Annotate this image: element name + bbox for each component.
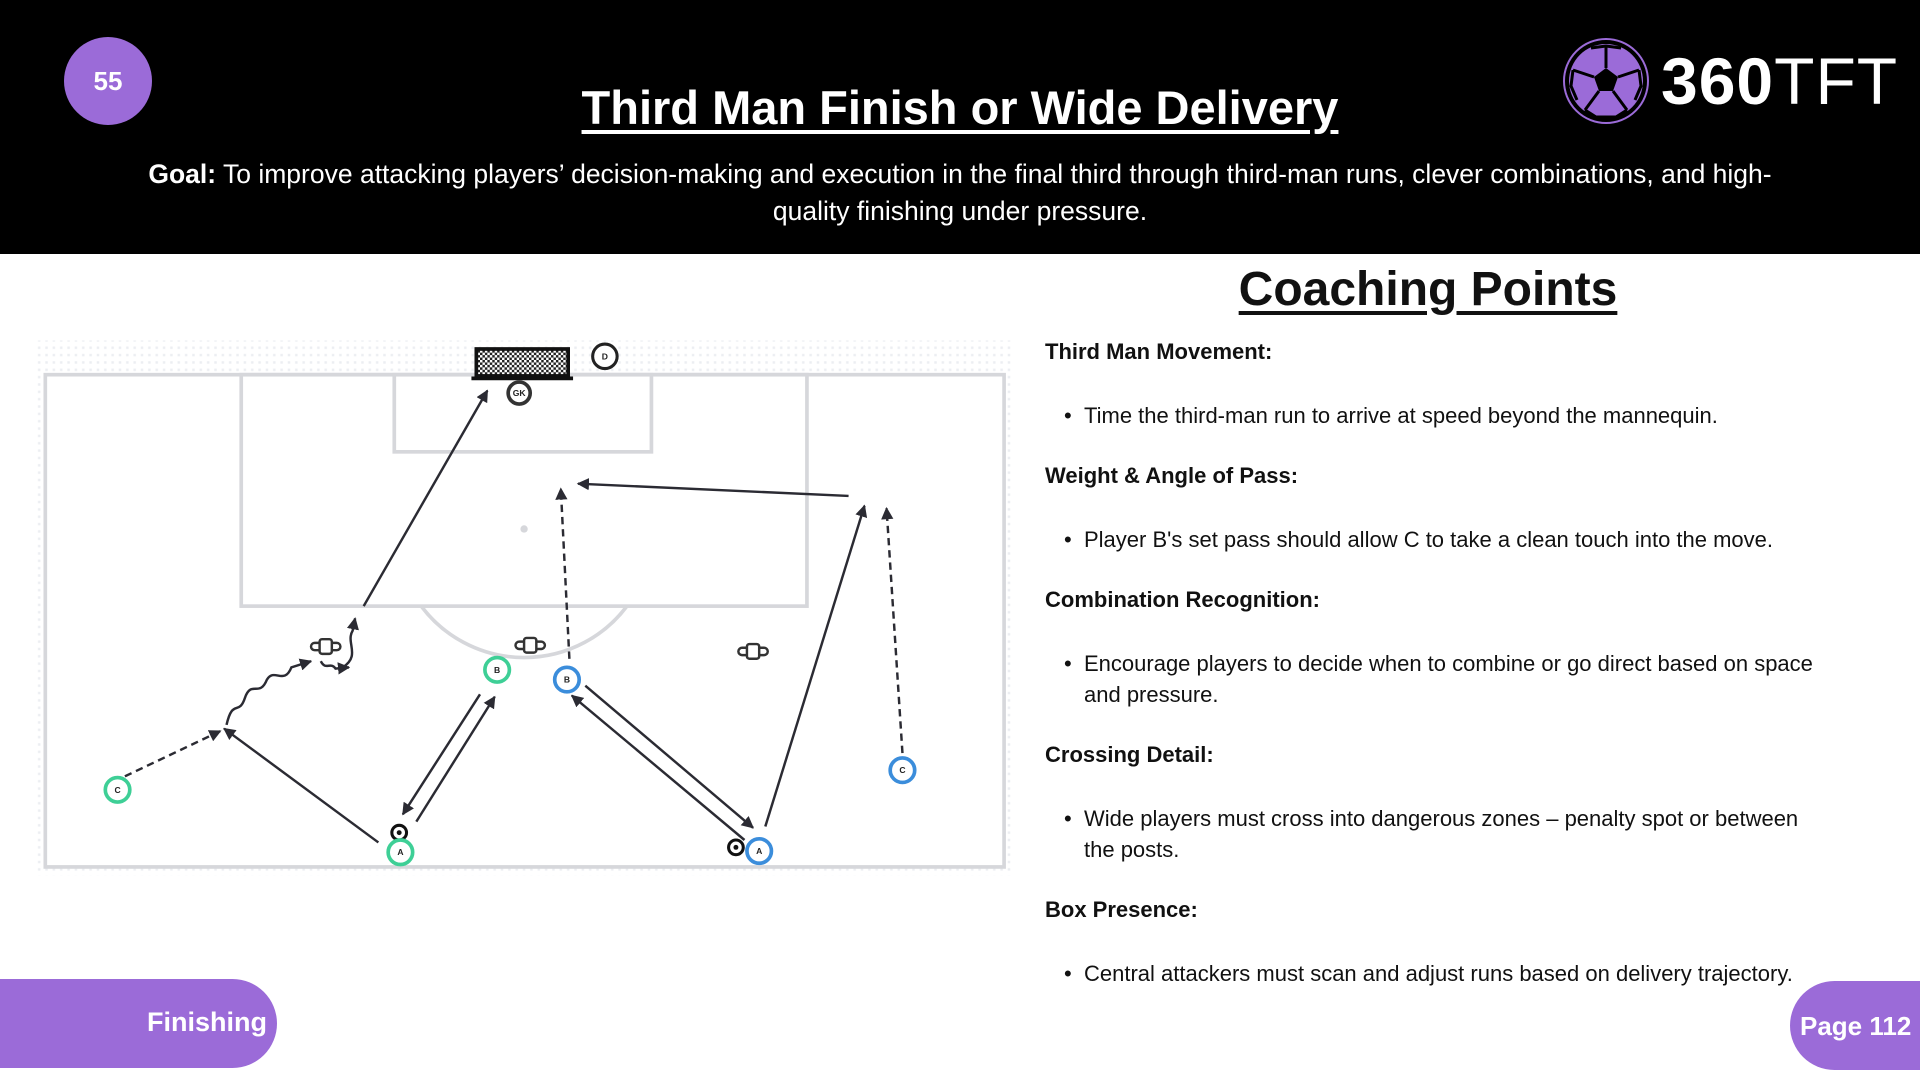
penalty-spot (520, 525, 528, 533)
bullet-item: Central attackers must scan and adjust r… (1064, 958, 1815, 989)
blue-player-c: C (888, 756, 917, 785)
header-bar: 55 Third Man Finish or Wide Delivery Goa… (0, 0, 1920, 254)
section-heading: Box Presence: (1045, 897, 1198, 922)
pass-arrow (223, 727, 380, 844)
coaching-points-list: Third Man Movement: Time the third-man r… (1045, 338, 1815, 1020)
brand-logo: 360TFT (1561, 36, 1898, 126)
logo-text: 360TFT (1661, 44, 1899, 118)
page-number: Page 112 (1800, 1011, 1912, 1041)
goal-icon (474, 347, 571, 378)
pass-arrow (415, 695, 496, 823)
page-title: Third Man Finish or Wide Delivery (581, 81, 1339, 134)
pass-arrow (764, 504, 868, 827)
cross-arrow (576, 478, 849, 498)
goal-label: Goal: (148, 159, 217, 189)
section-heading: Third Man Movement: (1045, 339, 1273, 364)
mannequin-icon (514, 636, 547, 654)
pass-arrow (584, 684, 754, 829)
svg-text:A: A (756, 846, 762, 856)
bullet-item: Time the third-man run to arrive at spee… (1064, 400, 1815, 431)
run-arrow-dashed (555, 487, 571, 659)
category-tab: Finishing (0, 979, 277, 1068)
dribble-arrow (225, 658, 313, 726)
pass-arrow (570, 694, 746, 841)
section-heading: Weight & Angle of Pass: (1045, 463, 1299, 488)
six-yard-box (392, 372, 654, 454)
bullet-item: Encourage players to decide when to comb… (1064, 648, 1815, 710)
green-player-b: B (483, 655, 512, 684)
dribble-arrow (342, 617, 359, 669)
svg-text:B: B (494, 665, 500, 675)
goalkeeper-marker: GK (506, 380, 533, 406)
blue-player-a: A (745, 836, 774, 866)
penalty-arc (419, 605, 629, 660)
goal-description: Goal: To improve attacking players’ deci… (130, 156, 1790, 230)
penalty-box (239, 372, 809, 608)
pass-arrow (401, 693, 482, 816)
blue-player-b: B (552, 665, 582, 694)
bullet-item: Player B's set pass should allow C to ta… (1064, 524, 1815, 555)
green-player-c: C (103, 775, 132, 804)
mannequin-icon (309, 637, 342, 656)
defender-marker: D (591, 342, 619, 371)
section-heading: Combination Recognition: (1045, 587, 1320, 612)
page-number-tab: Page 112 (1790, 981, 1920, 1070)
session-number-badge: 55 (64, 37, 152, 125)
svg-text:B: B (564, 675, 570, 685)
ball-icon (390, 823, 409, 842)
category-label: Finishing (147, 1007, 267, 1037)
goal-text: To improve attacking players’ decision-m… (216, 159, 1772, 226)
session-number: 55 (93, 65, 123, 96)
svg-text:GK: GK (513, 388, 527, 398)
run-arrow (362, 389, 489, 607)
green-player-a: A (386, 838, 415, 867)
bullet-item: Wide players must cross into dangerous z… (1064, 803, 1815, 865)
soccer-ball-icon (1563, 38, 1649, 124)
pitch-surround (36, 340, 1012, 876)
section-heading: Crossing Detail: (1045, 742, 1214, 767)
mannequin-icon (737, 642, 769, 660)
ball-icon (727, 838, 745, 857)
svg-text:A: A (397, 847, 403, 857)
run-arrow-dashed (124, 729, 222, 778)
pitch-area (43, 372, 1006, 869)
dribble-arrow (319, 660, 351, 675)
svg-text:C: C (114, 785, 120, 795)
coaching-points-title: Coaching Points (1238, 263, 1618, 316)
svg-text:C: C (899, 765, 905, 775)
svg-text:D: D (602, 351, 608, 361)
run-arrow-dashed (881, 506, 904, 754)
